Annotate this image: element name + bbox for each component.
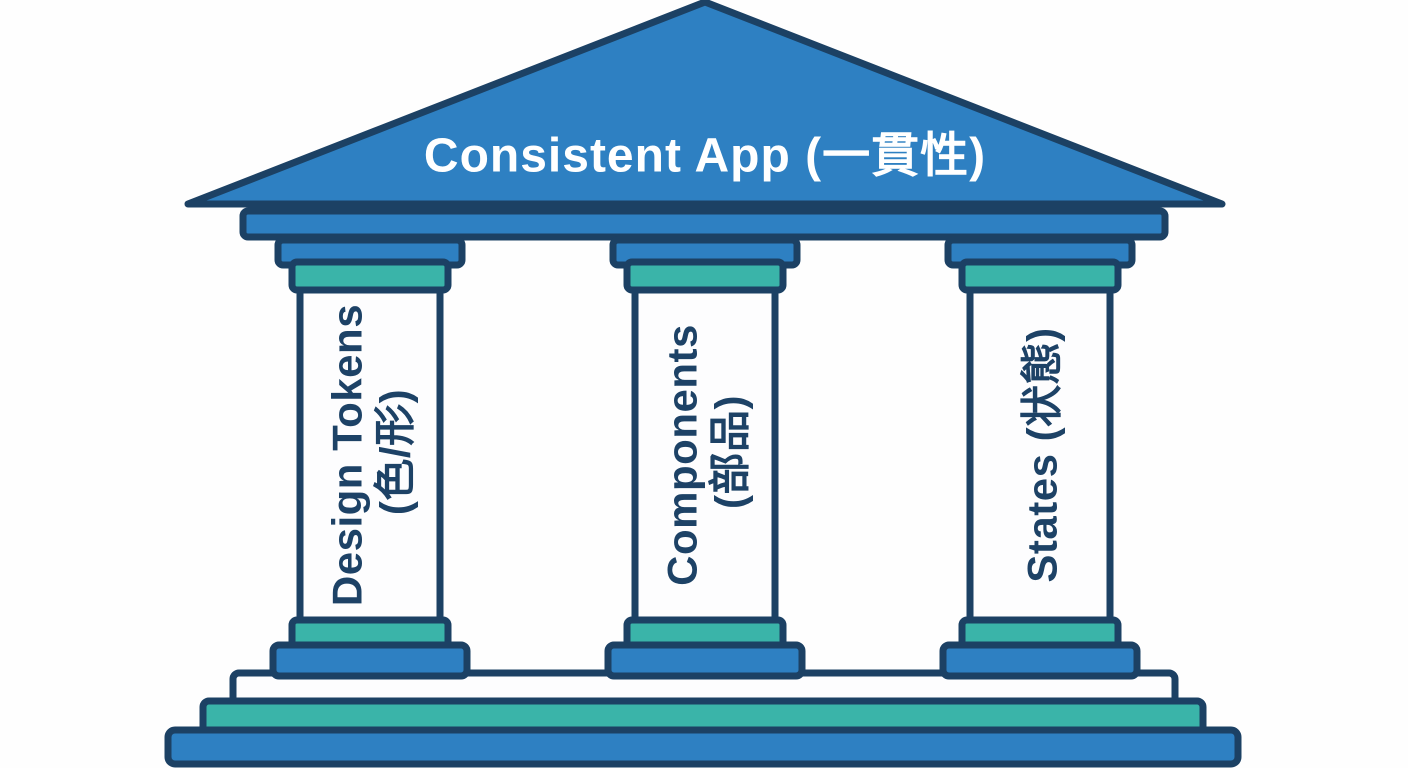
pillar-capital-echinus (288, 258, 452, 294)
pillar-capital-echinus (958, 258, 1122, 294)
pillar-base-plinth (269, 641, 471, 680)
pillar-base-plinth (604, 641, 806, 680)
stylobate-steps (164, 669, 1242, 768)
entablature-bar (239, 207, 1169, 241)
step-bottom (164, 726, 1242, 768)
pillar-sublabel-components: (部品) (707, 395, 754, 509)
pillar-capital-echinus (623, 258, 787, 294)
pillar-label-states: States (状態) (1019, 327, 1066, 582)
pillar-design-tokens: Design Tokens (色/形) (269, 236, 471, 680)
pillar-states: States (状態) (939, 236, 1141, 680)
pillar-label-components: Components (659, 324, 706, 586)
entablature (239, 207, 1169, 241)
pillar-label-design-tokens: Design Tokens (324, 304, 371, 606)
pillar-shaft (966, 284, 1114, 628)
pillar-sublabel-design-tokens: (色/形) (372, 389, 419, 515)
pillar-components: Components (部品) (604, 236, 806, 680)
pillar-shaft (631, 284, 779, 628)
pillar-base-plinth (939, 641, 1141, 680)
pillar-shaft (296, 284, 444, 628)
pediment: Consistent App (一貫性) (184, 0, 1226, 208)
pediment-triangle (184, 0, 1226, 208)
pediment-title: Consistent App (一貫性) (424, 130, 986, 183)
